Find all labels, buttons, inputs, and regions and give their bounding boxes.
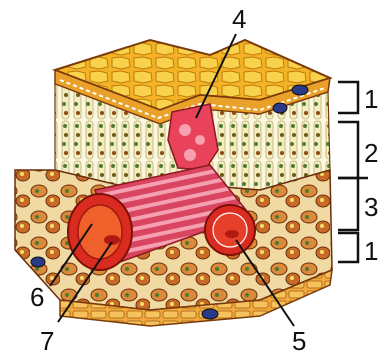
label-spongy-tissue: 3 xyxy=(364,192,378,222)
label-sieve-tube: 6 xyxy=(30,282,44,312)
mesophyll-cluster xyxy=(168,104,218,170)
label-upper-epidermis: 1 xyxy=(364,84,378,114)
label-vessel-bundle: 5 xyxy=(292,326,306,355)
label-mesophyll-cluster: 4 xyxy=(232,4,246,34)
label-palisade-tissue: 2 xyxy=(364,138,378,168)
label-lower-epidermis: 1 xyxy=(364,236,378,266)
label-xylem-core: 7 xyxy=(40,326,54,355)
vessel-end-small xyxy=(205,205,255,255)
